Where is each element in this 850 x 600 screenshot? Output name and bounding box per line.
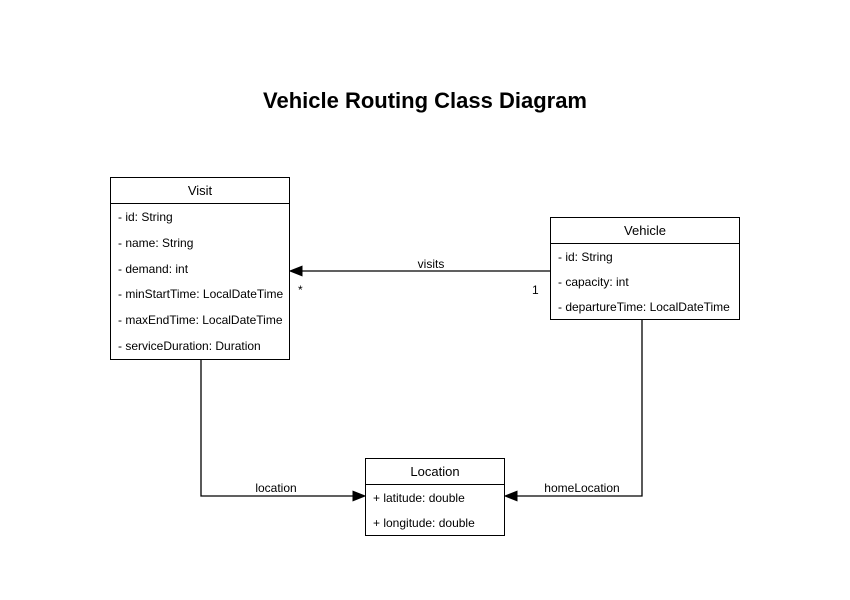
class-attributes-visit: - id: String - name: String - demand: in…: [111, 204, 289, 359]
class-attribute: - demand: int: [118, 261, 189, 276]
class-attribute: - capacity: int: [558, 274, 629, 289]
class-attribute: + longitude: double: [373, 515, 475, 530]
class-box-location[interactable]: Location + latitude: double + longitude:…: [365, 458, 505, 536]
diagram-title: Vehicle Routing Class Diagram: [263, 88, 587, 113]
multiplicity-visits-target: *: [298, 283, 303, 297]
class-attribute: - id: String: [118, 209, 173, 224]
edge-label-homelocation: homeLocation: [544, 481, 620, 495]
arrowhead-icon: [503, 490, 518, 502]
class-box-visit[interactable]: Visit - id: String - name: String - dema…: [110, 177, 290, 360]
arrowhead-icon: [288, 265, 303, 277]
class-attribute: - name: String: [118, 235, 194, 250]
class-title-vehicle: Vehicle: [551, 218, 739, 244]
association-location-line[interactable]: [200, 360, 355, 497]
class-attribute: - id: String: [558, 249, 613, 264]
class-attributes-location: + latitude: double + longitude: double: [366, 485, 504, 535]
association-homelocation-line[interactable]: [515, 320, 643, 497]
edge-label-location: location: [255, 481, 297, 495]
class-attribute: - serviceDuration: Duration: [118, 339, 261, 354]
class-attribute: - departureTime: LocalDateTime: [558, 299, 730, 314]
class-attributes-vehicle: - id: String - capacity: int - departure…: [551, 244, 739, 319]
class-attribute: + latitude: double: [373, 490, 465, 505]
arrowhead-icon: [352, 490, 367, 502]
class-title-visit: Visit: [111, 178, 289, 204]
class-attribute: - minStartTime: LocalDateTime: [118, 287, 284, 302]
edge-label-visits: visits: [417, 257, 445, 271]
class-attribute: - maxEndTime: LocalDateTime: [118, 313, 283, 328]
multiplicity-visits-source: 1: [532, 283, 539, 297]
class-box-vehicle[interactable]: Vehicle - id: String - capacity: int - d…: [550, 217, 740, 320]
class-title-location: Location: [366, 459, 504, 485]
